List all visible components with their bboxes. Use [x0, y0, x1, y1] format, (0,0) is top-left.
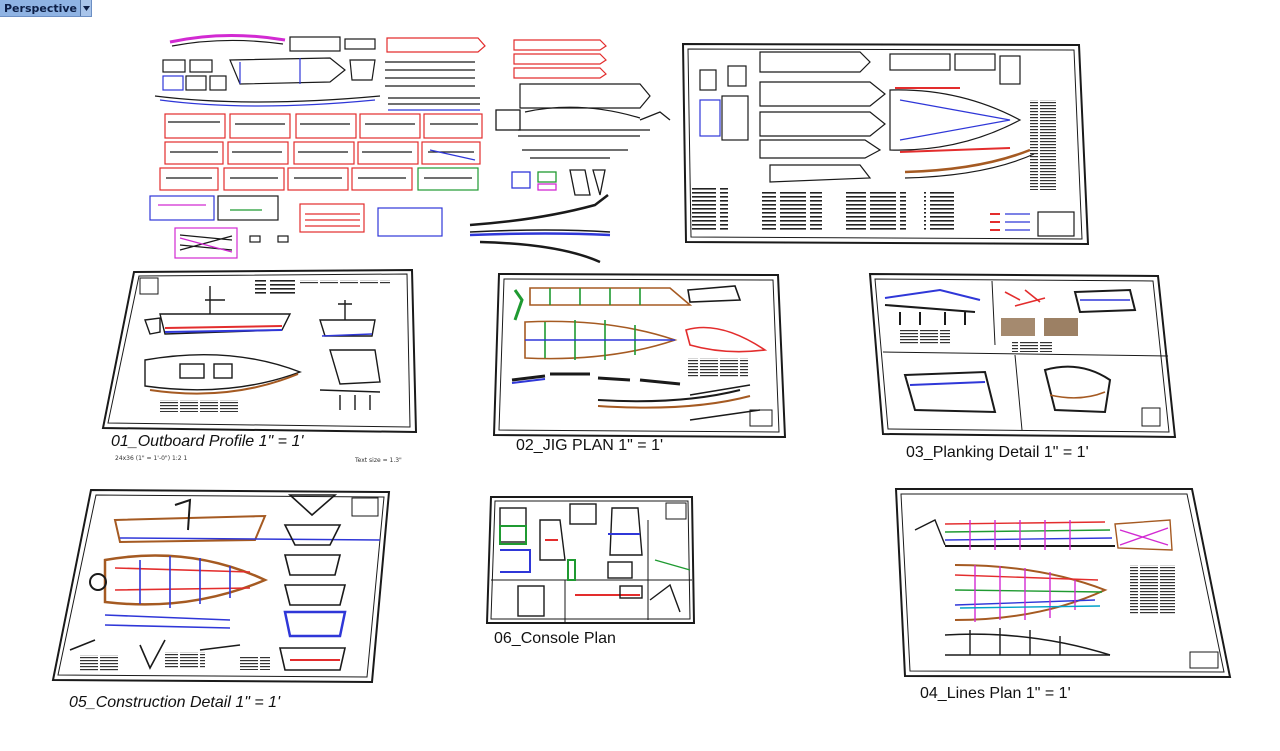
sheet-lines-plan — [894, 488, 1232, 679]
viewport-title[interactable]: Perspective — [4, 1, 78, 15]
sheet-caption-console-plan: 06_Console Plan — [494, 630, 616, 647]
sheet-jig-plan — [492, 272, 787, 439]
sheet-construction-detail — [51, 488, 391, 684]
sheet-caption-planking-detail: 03_Planking Detail 1" = 1' — [906, 444, 1089, 461]
viewport-menu-arrow-icon[interactable] — [80, 0, 92, 16]
sheet-caption-outboard-profile: 01_Outboard Profile 1" = 1' — [111, 433, 304, 450]
sheet-caption-construction-detail: 05_Construction Detail 1" = 1' — [69, 694, 281, 711]
sheet-planking-detail — [868, 272, 1177, 439]
middle-parts — [469, 109, 671, 264]
parts-layout — [154, 33, 651, 137]
sheet-parts-nest — [681, 42, 1090, 246]
text-size-note: Text size = 1.3" — [354, 457, 402, 464]
viewport-tab[interactable]: Perspective — [0, 0, 93, 17]
sheet-outboard-profile — [101, 268, 418, 434]
sheet-console-plan — [485, 496, 696, 624]
sheet-size-note: 24x36 (1" = 1'-0") 1:2 1 — [115, 455, 188, 462]
sheet-caption-jig-plan: 02_JIG PLAN 1" = 1' — [516, 437, 664, 454]
sheet-caption-lines-plan: 04_Lines Plan 1" = 1' — [920, 685, 1071, 702]
parts-grid — [149, 113, 483, 259]
